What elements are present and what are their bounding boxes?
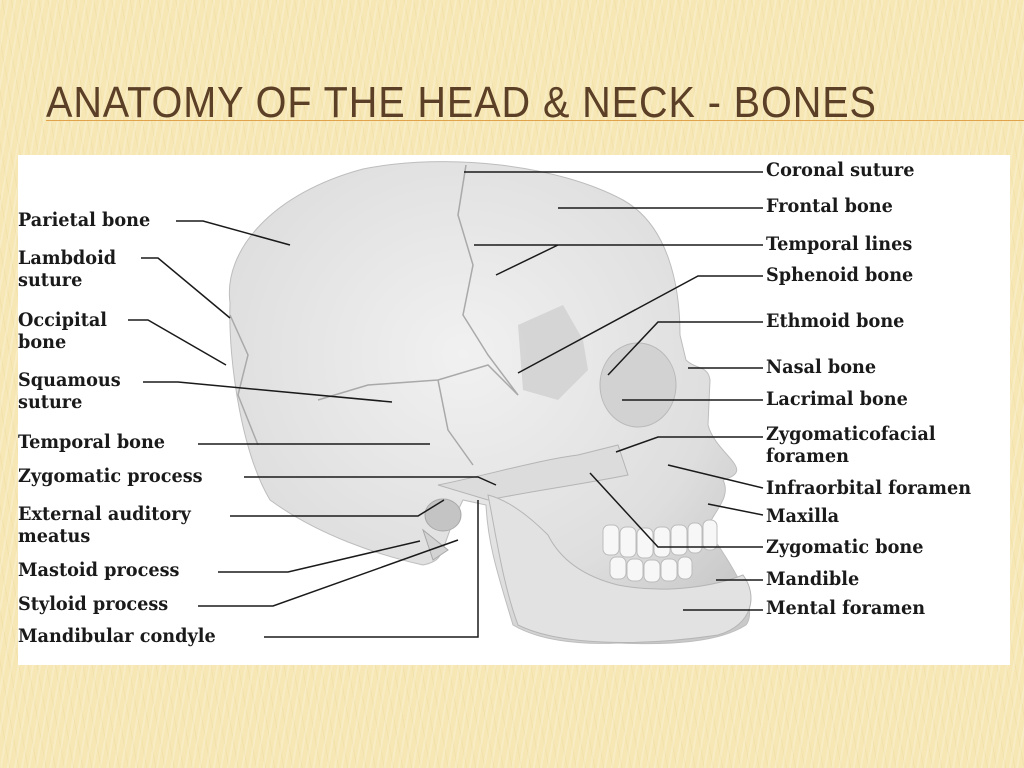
- zygomatic-arch: [437, 444, 629, 501]
- label-frontal-bone: Frontal bone: [766, 195, 893, 217]
- label-lacrimal-bone: Lacrimal bone: [766, 388, 908, 410]
- label-temporal-bone: Temporal bone: [18, 431, 166, 453]
- label-temporal-lines: Temporal lines: [766, 233, 913, 255]
- label-mandible: Mandible: [766, 568, 860, 590]
- label-squamous-suture: Squamous suture: [18, 369, 121, 413]
- skull-diagram-figure: Parietal bone Lambdoid suture Occipital …: [18, 155, 1010, 665]
- label-maxilla: Maxilla: [766, 505, 840, 527]
- label-zygomatic-process: Zygomatic process: [18, 465, 203, 487]
- label-mandibular-condyle: Mandibular condyle: [18, 625, 216, 647]
- slide-title: Anatomy of the Head & Neck - Bones: [46, 78, 877, 127]
- label-coronal-suture: Coronal suture: [766, 159, 915, 181]
- label-sphenoid-bone: Sphenoid bone: [766, 264, 914, 286]
- label-zygomatic-bone: Zygomatic bone: [766, 536, 924, 558]
- orbit-shape: [599, 342, 677, 428]
- mandible-shape: [487, 494, 752, 643]
- mastoid-process-shape: [421, 528, 449, 561]
- title-underline: [46, 120, 1024, 121]
- label-mastoid-process: Mastoid process: [18, 559, 180, 581]
- label-lambdoid-suture: Lambdoid suture: [18, 247, 117, 291]
- label-nasal-bone: Nasal bone: [766, 356, 877, 378]
- label-styloid-process: Styloid process: [18, 593, 169, 615]
- label-parietal-bone: Parietal bone: [18, 209, 151, 231]
- suture-lines: [229, 164, 519, 466]
- label-infraorbital-foramen: Infraorbital foramen: [766, 477, 972, 499]
- label-ethmoid-bone: Ethmoid bone: [766, 310, 905, 332]
- sphenoid-region: [518, 305, 588, 400]
- label-zygomaticofacial-foramen: Zygomaticofacial foramen: [766, 423, 936, 467]
- label-mental-foramen: Mental foramen: [766, 597, 926, 619]
- skull-illustration: [128, 161, 764, 645]
- leader-lines: [128, 171, 764, 638]
- external-auditory-meatus-shape: [424, 498, 462, 532]
- label-occipital-bone: Occipital bone: [18, 309, 108, 353]
- label-external-auditory-meatus: External auditory meatus: [18, 503, 191, 547]
